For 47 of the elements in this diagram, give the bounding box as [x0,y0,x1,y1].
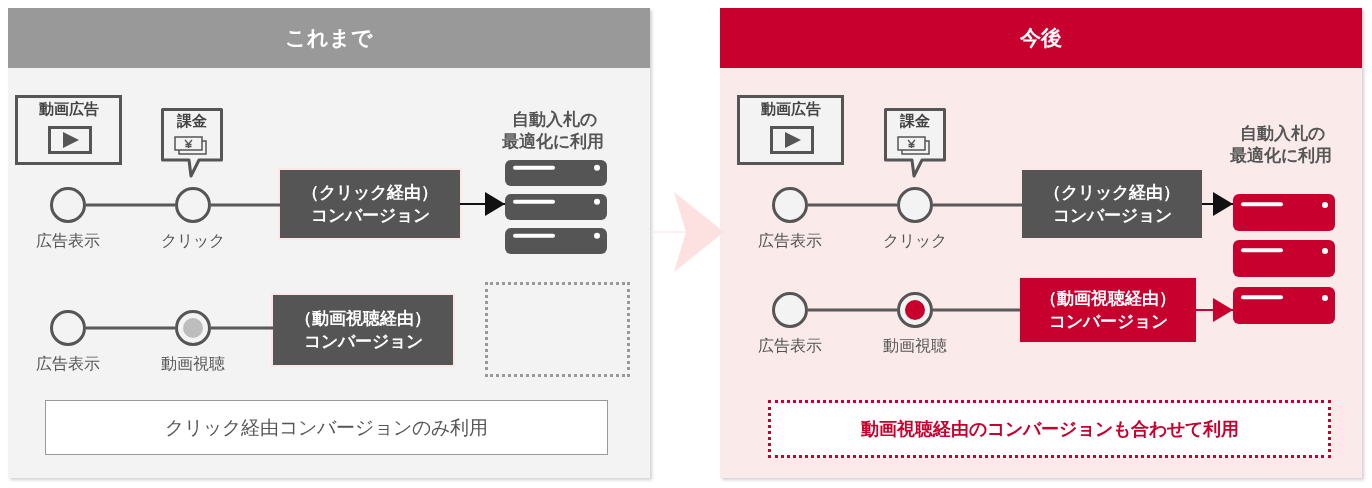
step-circle [50,187,86,223]
card-title: 動画広告 [37,100,100,119]
step-label: 動画視聴 [882,336,948,357]
arrow [1195,298,1234,322]
step-label: 動画視聴 [160,354,226,375]
connector-line [86,326,175,330]
step-label: クリック [882,231,948,252]
panel [720,8,1362,478]
highlight-note: 動画視聴経由のコンバージョンも合わせて利用 [768,400,1331,458]
panel [8,8,650,478]
step-circle [897,187,933,223]
note-box: クリック経由コンバージョンのみ利用 [45,400,608,455]
chevron-arrow [649,192,725,272]
placeholder-box [485,282,630,377]
connector-line [211,326,273,330]
video-ad-card [737,95,844,165]
connector-line [933,203,1022,207]
step-circle [175,310,211,346]
step-circle [772,187,808,223]
conversion-box: （クリック経由）コンバージョン [1022,170,1202,238]
step-label: 広告表示 [35,354,101,375]
arrow [1201,192,1234,216]
connector-line [808,308,897,312]
step-label: 広告表示 [35,231,101,252]
step-label: 広告表示 [757,231,823,252]
step-circle [175,187,211,223]
video-ad-card [15,95,122,165]
bubble-label: 課金 [176,112,208,131]
step-circle [772,292,808,328]
server-heading: 自動入札の最適化に利用 [502,108,605,153]
conversion-box: （クリック経由）コンバージョン [280,170,460,238]
bubble-label: 課金 [899,112,931,131]
server-heading: 自動入札の最適化に利用 [1230,122,1333,167]
panel-heading: 今後 [720,8,1362,68]
step-circle [897,292,933,328]
connector-line [808,203,897,207]
conversion-box: （動画視聴経由）コンバージョン [1020,278,1196,342]
step-label: 広告表示 [757,336,823,357]
panel-heading: これまで [8,8,650,68]
connector-line [86,203,175,207]
connector-line [933,308,1020,312]
arrow [459,192,506,216]
conversion-box: （動画視聴経由）コンバージョン [273,295,453,365]
connector-line [211,203,280,207]
step-circle [50,310,86,346]
card-title: 動画広告 [759,100,822,119]
step-label: クリック [160,231,226,252]
